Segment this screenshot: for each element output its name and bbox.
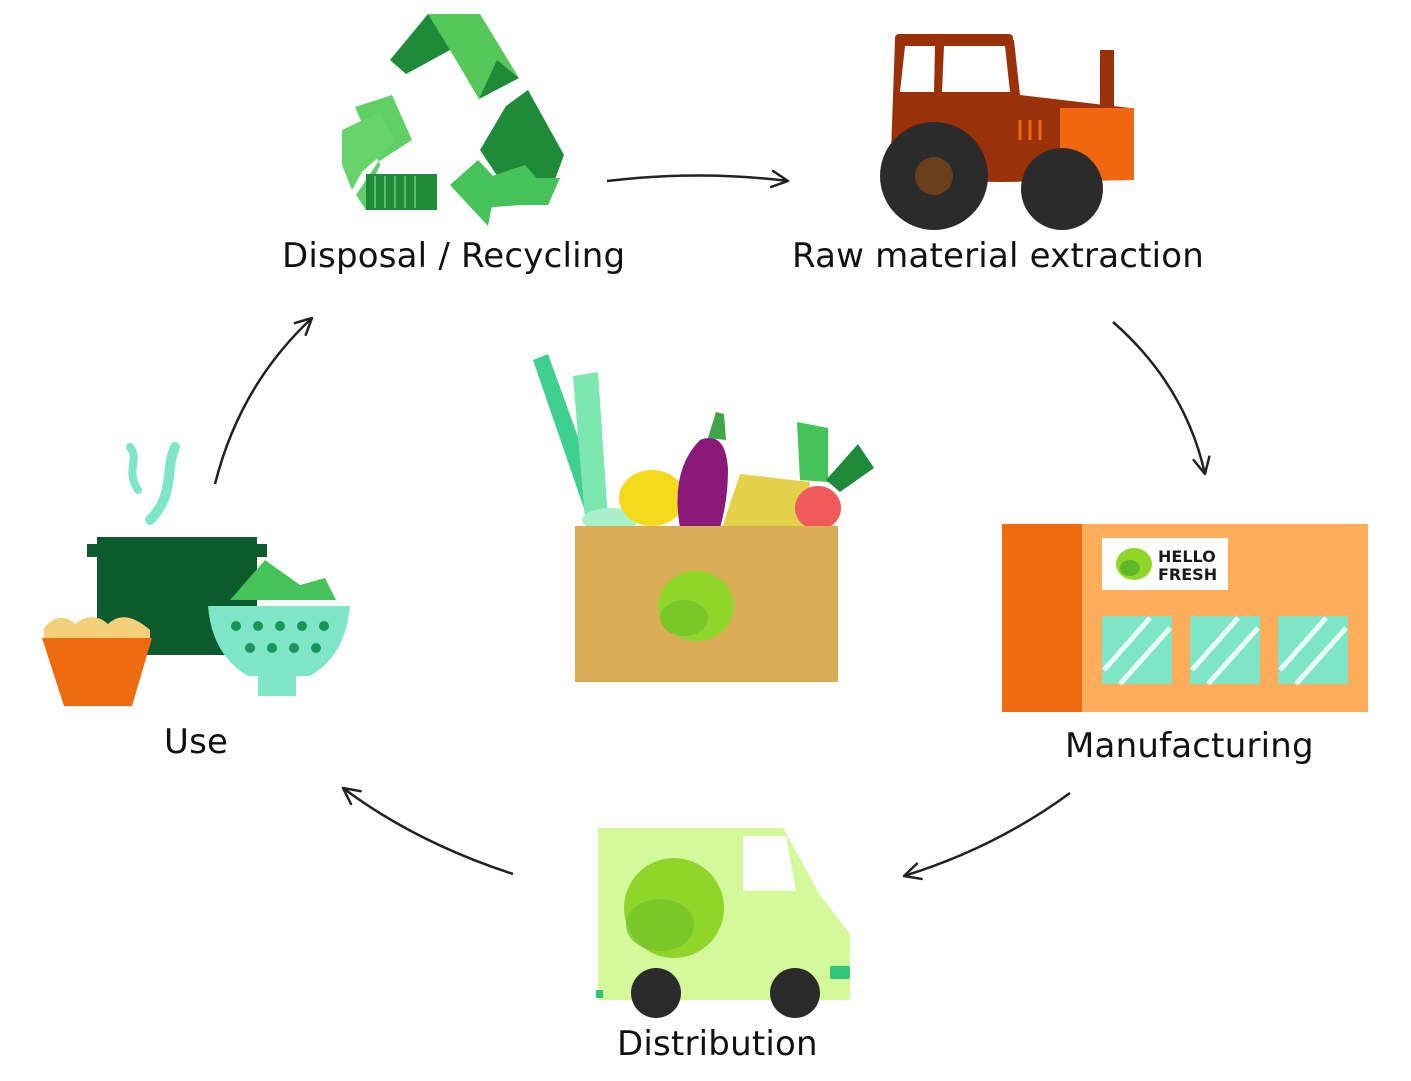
arrow-manufacturing-to-distribution <box>902 791 1071 881</box>
stage-label-raw-material-extraction: Raw material extraction <box>792 236 1205 276</box>
tractor-icon <box>880 34 1134 230</box>
factory-sign-line2: FRESH <box>1158 565 1217 584</box>
recycling-icon <box>342 14 564 226</box>
arrow-distribution-to-use <box>341 786 514 876</box>
factory-sign-line1: HELLO <box>1158 547 1216 566</box>
stage-label-use: Use <box>164 722 229 762</box>
meal-kit-box-icon <box>533 354 874 682</box>
arrow-use-to-recycling <box>213 316 314 485</box>
factory-icon: HELLO FRESH <box>1002 524 1368 712</box>
arrow-raw-to-manufacturing <box>1112 321 1211 476</box>
stage-label-manufacturing: Manufacturing <box>1065 726 1314 766</box>
stage-label-disposal-recycling: Disposal / Recycling <box>282 236 626 276</box>
delivery-van-icon <box>596 828 850 1018</box>
arrow-recycling-to-raw <box>606 169 790 189</box>
stage-label-distribution: Distribution <box>617 1024 818 1064</box>
cooking-pot-icon <box>42 442 350 706</box>
